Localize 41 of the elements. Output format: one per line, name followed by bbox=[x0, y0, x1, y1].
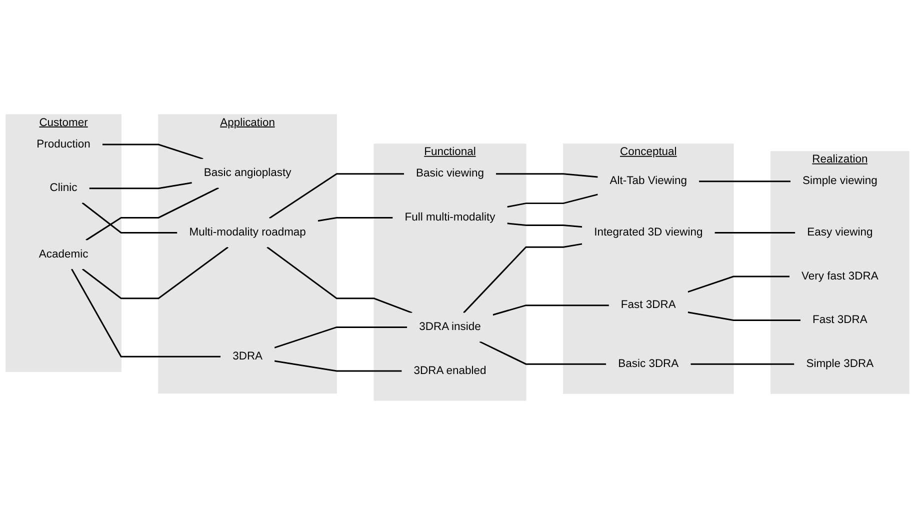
connector bbox=[266, 246, 412, 314]
connector bbox=[463, 243, 582, 314]
node-text: Basic angioplasty bbox=[204, 166, 292, 180]
node-text: Basic viewing bbox=[416, 167, 484, 180]
connector bbox=[690, 363, 794, 365]
connector bbox=[496, 173, 598, 178]
connector bbox=[698, 180, 790, 182]
connector bbox=[507, 194, 598, 208]
node-text: Fast 3DRA bbox=[812, 313, 868, 326]
connector bbox=[492, 304, 609, 316]
connector bbox=[82, 246, 228, 300]
node-text: Clinic bbox=[50, 181, 78, 194]
connector bbox=[318, 216, 393, 222]
node-text: 3DRA bbox=[232, 350, 263, 362]
node-text: Multi-modality roadmap bbox=[189, 226, 306, 238]
connector bbox=[688, 312, 800, 322]
node-text: Simple viewing bbox=[802, 174, 878, 188]
node-text: 3DRA inside bbox=[419, 320, 481, 334]
connector bbox=[274, 326, 408, 348]
node-text: Easy viewing bbox=[807, 226, 873, 238]
connector bbox=[86, 187, 219, 241]
node-text: Production bbox=[36, 138, 90, 150]
connector bbox=[102, 144, 204, 160]
connector bbox=[82, 202, 178, 234]
node-text: Full multi-modality bbox=[404, 210, 496, 224]
connector bbox=[71, 268, 221, 358]
connector bbox=[269, 173, 404, 219]
connector bbox=[479, 340, 606, 365]
connector bbox=[274, 360, 402, 372]
node-text: Alt-Tab Viewing bbox=[610, 174, 687, 188]
node-text: Integrated 3D viewing bbox=[594, 226, 703, 238]
node-text: Academic bbox=[38, 248, 88, 260]
node-text: Fast 3DRA bbox=[620, 298, 676, 312]
connector bbox=[89, 182, 192, 190]
connector bbox=[507, 222, 582, 228]
node-text: 3DRA enabled bbox=[414, 364, 486, 377]
node-text: Very fast 3DRA bbox=[802, 270, 878, 282]
node-text: Basic 3DRA bbox=[618, 357, 679, 370]
node-text: Simple 3DRA bbox=[806, 357, 874, 370]
connector bbox=[714, 232, 796, 234]
connector bbox=[688, 276, 790, 293]
